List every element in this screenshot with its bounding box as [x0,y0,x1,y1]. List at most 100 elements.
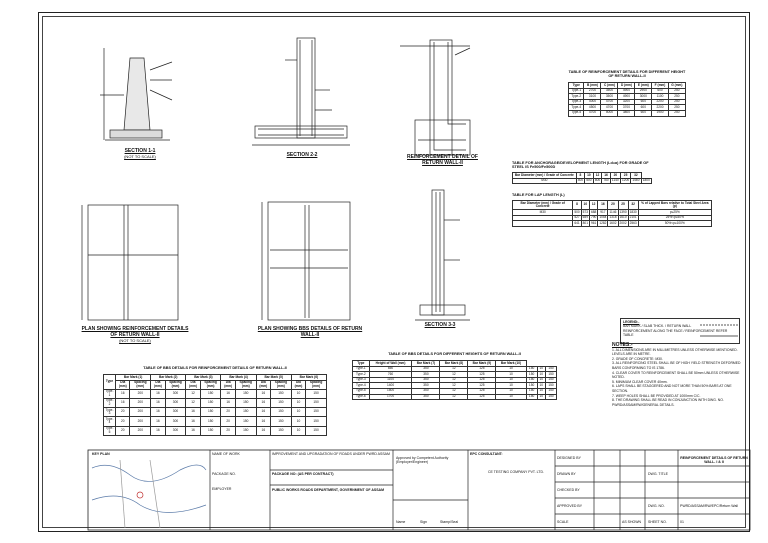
table-header-row: Dia (mm)Spacing (mm)Dia (mm)Spacing (mm)… [104,379,327,390]
note-item: 6. LAPS SHALL BE STAGGERED AND NOT MORE … [612,384,732,393]
table-cell: 300 [164,425,187,436]
table-cell: 12 [185,397,201,409]
table-header-cell: Dia (mm) [290,379,307,390]
table-cell: Type-3 [567,98,585,106]
table-cell: 150 [545,388,557,395]
table-header-cell: G (mm) [667,82,687,89]
table-cell: Type-2 [102,397,117,409]
table-anchorage-title: TABLE FOR ANCHORAGE/DEVELOPMENT LENGTH (… [512,161,649,169]
table-cell: Type-4 [567,104,585,111]
legend-item: BAR MARK / SLAB THICK. / RETURN WALL [623,324,692,329]
table-reinf-diff-title: TABLE OF REINFORCEMENT DETAILS FOR DIFFE… [568,70,686,78]
role-approved: APPROVED BY [557,504,583,508]
table-cell: 300 [164,388,187,399]
plan-bbs-title: PLAN SHOWING BBS DETAILS OF RETURN WALL-… [257,326,363,338]
dwg-no: PWRD/ASSAM/RW/EPC/Return Wall [680,504,738,508]
table-cell: 20 [115,407,131,418]
section-1-drawing [100,48,173,141]
table-header-cell: Bar Diameter (mm) / Grade of Concrete [511,199,574,211]
table-cell: 16 [150,407,166,418]
employer-label: EMPLOYER [212,487,232,491]
table-cell: 150 [199,416,222,427]
table-cell: 10 [536,393,547,401]
sheet-number: 01 [680,520,684,524]
table-cell: 961 [588,220,599,227]
table-cell: 150 [305,397,327,409]
table-cell: 250 [667,87,687,95]
table-cell: 16 [150,388,166,399]
sign-label-name: Name [396,520,406,524]
table-cell: 150 [525,376,538,384]
table-cell: 150 [525,393,538,401]
section-3-title: SECTION 3-3 [424,322,456,328]
plan-reinf-title: PLAN SHOWING REINFORCEMENT DETAILS OF RE… [81,326,189,343]
table-header-cell: Spacing (mm) [129,379,152,390]
table-cell: 150 [234,425,257,436]
table-cell: 500 [584,177,594,185]
table-cell: 20 [220,407,236,418]
plan-bbs-drawing [261,201,351,321]
table-cell: 150 [199,407,222,418]
table-cell: 16 [255,425,272,436]
note-item: 3. ALL REINFORCING STEEL SHALL BE OF HIG… [612,361,741,370]
table-header-cell: 12 [588,199,599,211]
table-cell: 1700 [368,393,413,401]
table-header-cell: Spacing (mm) [199,379,222,390]
note-item: 2. GRADE OF CONCRETE: M30. [612,356,663,361]
table-cell: 10 [290,388,307,399]
note-item: 1. ALL DIMENSIONS ARE IN MILLIMETRES UNL… [612,347,738,357]
note-item: 4. CLEAR COVER TO REINFORCEMENT SHALL BE… [612,370,740,380]
table-cell: 641 [572,220,582,227]
table-cell: 4900 [617,87,636,95]
table-header-cell: Dia (mm) [115,379,131,390]
table-cell: 150 [199,388,222,399]
table-cell: 200 [129,407,152,418]
table-cell: 10 [290,416,307,427]
table-header-cell: Spacing (mm) [270,379,292,390]
table-cell: Type-5 [102,425,117,436]
package-number: PACKAGE NO: (AS PER CONTRACT) [272,472,334,476]
table-cell: 150 [525,388,538,395]
table-cell: 150 [305,388,327,399]
table-cell: 300 [164,397,187,409]
table-header-cell: 25 [617,199,629,211]
table-cell: 20 [115,416,131,427]
dwg-title: REINFORCEMENT DETAILS OF RETURN WALL- I … [680,456,748,464]
table-cell: 2563 [627,220,639,227]
table-cell: 250 [667,110,687,117]
table-cell: 16 [150,425,166,436]
table-header-cell: Spacing (mm) [234,379,257,390]
note-item: 8. THE DRAWING SHALL BE READ IN CONJUNCT… [612,398,724,407]
table-cell: 10 [290,425,307,436]
table-cell: 250 [667,98,687,106]
table-cell: 300 [164,416,187,427]
drawing-sheet-border [38,12,750,532]
table-header-cell: Type [102,374,117,390]
legend-item: REINFORCEMENT ALONG THE FACE / REINFORCE… [623,328,728,338]
table-cell: 150 [545,376,557,384]
table-cell: 150 [305,425,327,436]
name-of-work-label: NAME OF WORK [212,452,240,456]
table-cell: Type-5 [567,110,585,117]
role-drawn: DRAWN BY [557,472,576,476]
table-header-cell: Dia (mm) [255,379,272,390]
table-header-cell: Dia (mm) [220,379,236,390]
table-cell: 3000 [634,93,653,100]
consultant-label: EPC CONSULTANT: [470,452,503,456]
table-cell: 16 [150,416,166,427]
notes-block: NOTES:- 1. ALL DIMENSIONS ARE IN MILLIME… [612,343,742,407]
plan-reinforcement-drawing [81,204,179,321]
table-cell [511,220,574,227]
table-cell: 1140 [609,177,621,185]
table-cell: 200 [129,397,152,409]
